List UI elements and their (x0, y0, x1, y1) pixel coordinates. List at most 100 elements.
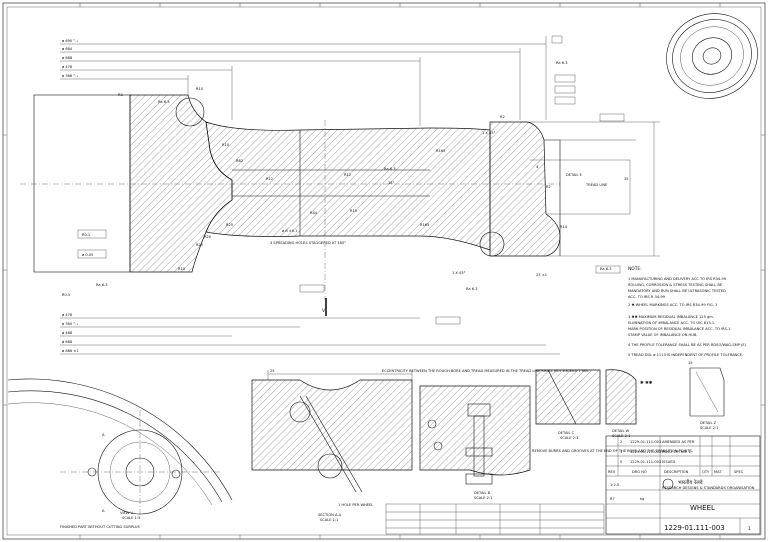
label-r2b: R2 (500, 115, 505, 119)
note-line-9: 4 THE PROFILE TOLERANCE SHALL BE AS PER … (628, 343, 747, 347)
label-1x45-top: 1 X 45° (482, 131, 496, 135)
label-r25b: R25 (196, 243, 203, 247)
dim-d688: ø 688 (62, 56, 73, 60)
label-detail-e: DETAIL E (566, 173, 583, 177)
col-qty: QTY (702, 470, 710, 474)
detail-c-title: DETAIL C (558, 431, 575, 435)
view-v-scale: SCALE 1:5 (122, 516, 140, 520)
bore-outline (33, 94, 131, 273)
section-labels: R3 R10 R10 R62 R165 R165 R14 R2 4 35 1 X… (118, 87, 629, 277)
label-r44: R44 (310, 211, 318, 215)
label-r12b: R12 (266, 177, 273, 181)
dim-d478: ø 478 (62, 65, 73, 69)
drawing-number: 1229-01.111-003 (664, 524, 725, 532)
note-line-1: ROLLING, CORROSION & STRESS TESTING SHAL… (628, 283, 723, 287)
label-r10b: R10 (222, 143, 230, 147)
top-diameter-dimensions (60, 36, 547, 126)
hole-note: 1 HOLE PER WHEEL (338, 503, 373, 507)
bottom-signature-strip (385, 503, 605, 535)
detail-stars: ✱ ✱✱ (640, 380, 653, 386)
detail-z-dim: 15 (688, 361, 693, 365)
main-section-view (20, 94, 561, 300)
tb-mass: kg (640, 497, 644, 501)
view-mark-v: V (322, 308, 325, 314)
note-line-4: 2 ✱ WHEEL MARKINGS ACC. TO IRS R34-99 FI… (628, 303, 717, 307)
border-ticks (3, 3, 765, 539)
rev-row-1-desc: RDSO LTR NO. 1 (662, 450, 691, 454)
notes-heading: NOTE: (628, 266, 642, 272)
label-r25a: R25 (226, 223, 233, 227)
left-dim-005: ø 0.05 (82, 253, 93, 257)
dim-b866: ø 866 ±1 (62, 349, 79, 353)
view-v-title: VIEW V (120, 511, 133, 515)
note-line-8: STAMP VALUE OF IMBALANCE ON HUB. (628, 333, 698, 337)
label-r10a: R10 (196, 87, 204, 91)
label-18deg: 18° (388, 181, 395, 185)
detail-z-title: DETAIL Z (700, 421, 717, 425)
rim-section (489, 121, 561, 257)
rev-row-2-desc: ISSUED (662, 460, 676, 464)
title-block (605, 435, 761, 535)
note-line-5: 3 ✱✱ MAXIMUM RESIDUAL IMBALANCE 125 gm. (628, 315, 714, 319)
left-dim-r01: R0.1 (82, 233, 90, 237)
label-23: 23 ±1 (536, 273, 547, 277)
rough-1: Ra 6.3 (158, 100, 169, 104)
label-r10c: R10 (178, 267, 186, 271)
burrs-note: REMOVE BURRS AND GROOVES AT THE END OF T… (532, 449, 693, 453)
sheet-inner-border (6, 6, 762, 536)
left-dim-r05: R0.5 (62, 293, 70, 297)
detail-b-title: DETAIL B (474, 491, 491, 495)
col-mat: MAT (714, 470, 722, 474)
label-r15: R15 (350, 209, 357, 213)
col-spec: SPEC (734, 470, 744, 474)
rev-row-0-drg: 1229-01.111-003 (630, 440, 661, 444)
col-drg: DRG NO (632, 470, 647, 474)
section-a-a: 25 (251, 369, 413, 493)
label-tread-line: TREAD LINE (585, 183, 608, 187)
dim-b688: ø 688 (62, 340, 73, 344)
section-dim-25: 25 (270, 369, 275, 373)
label-spreading-holes: 3 SPREADING HOLES STAGGERED AT 180° (270, 241, 346, 245)
dim-b478: ø 478 (62, 313, 73, 317)
eccentricity-note: ECCENTRICITY BETWEEN THE ROUGH BORE AND … (382, 369, 589, 373)
dim-d684: ø 684 (62, 47, 73, 51)
detail-z-circle (479, 231, 505, 257)
org-hindi: भारतीय रेलवे (678, 479, 703, 486)
dim-d368: ø 368 ⁰₋₁ (62, 74, 79, 78)
rough-6: Ra 6.3 (600, 267, 611, 271)
rough-4: Ra 6.3 (384, 167, 395, 171)
detail-c (535, 369, 601, 425)
tb-scale: 1:2.5 (610, 483, 619, 487)
label-4: 4 (536, 165, 539, 169)
label-r12a: R12 (344, 173, 351, 177)
col-rev: REV (608, 470, 616, 474)
finished-part-note: FINISHED PART WITHOUT CUTTING SURPLUS (60, 525, 140, 529)
detail-w-title: DETAIL W (612, 429, 630, 433)
tb-mat: R7 (610, 497, 615, 501)
detail-z-scale: SCALE 2:1 (700, 426, 718, 430)
right-height-dims (520, 121, 660, 257)
label-35: 35 (624, 177, 629, 181)
note-line-2: MANDATORY AND RUN SHALL BE ULTRASONIC TE… (628, 289, 726, 293)
note-line-6: ELIMINATION OF IMBALANCE ACC. TO UIC 813… (628, 321, 715, 325)
rev-row-0-num: 2 (620, 440, 622, 444)
org-logo (662, 478, 674, 490)
col-desc: DESCRIPTION (664, 470, 689, 474)
rough-2: Ra 6.3 (556, 61, 567, 65)
rev-row-1-drg: 1229-01.111-003 (630, 450, 661, 454)
label-r20: R20 (204, 235, 212, 239)
view-v-mark-a2: A (102, 509, 105, 513)
wheel-iso-view (666, 13, 758, 99)
rough-5: Ra 6.3 (466, 287, 477, 291)
note-line-10: 5 TREAD DIA. ø 1113 IS INDEPENDENT OF PR… (628, 353, 743, 357)
view-v: A A (7, 378, 233, 520)
drawing-title: WHEEL (690, 504, 715, 512)
label-r2: R2 (546, 185, 551, 189)
label-r14: R14 (560, 225, 568, 229)
rev-row-1-num: 1 (620, 450, 622, 454)
label-r165a: R165 (436, 149, 445, 153)
bottom-diameter-dimensions (60, 317, 560, 355)
detail-b (419, 385, 531, 485)
